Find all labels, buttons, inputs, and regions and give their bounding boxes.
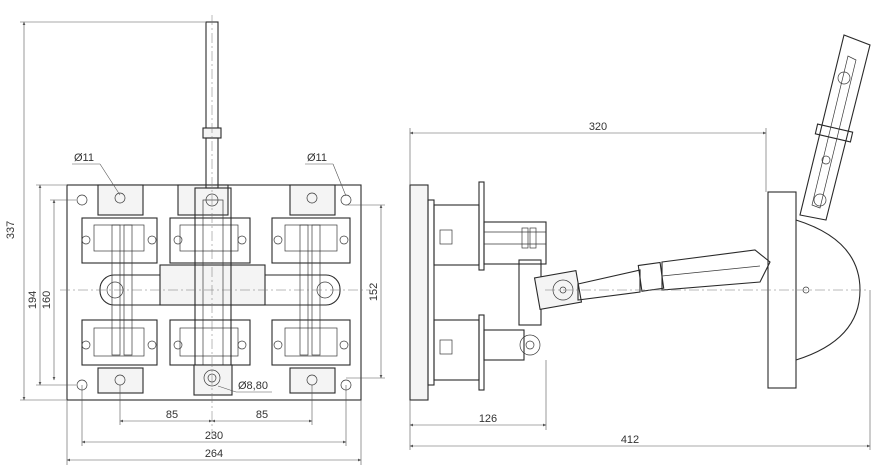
dim-side-offset: 126 <box>479 413 497 425</box>
pivot-hole-dia: Ø8,80 <box>238 380 268 392</box>
dim-side-total: 412 <box>621 434 639 446</box>
hole-dia-left: Ø11 <box>74 152 94 164</box>
dim-total-width: 264 <box>205 448 223 460</box>
dim-inner-width: 230 <box>205 430 223 442</box>
dim-span-right: 85 <box>256 409 268 421</box>
front-view: 337 194 160 152 Ø11 Ø11 Ø8,80 85 85 <box>5 15 385 465</box>
side-base-plate <box>409 184 429 401</box>
side-view: 320 126 412 <box>409 34 871 450</box>
top-contacts <box>81 184 351 264</box>
dim-span-left: 85 <box>166 409 178 421</box>
lever-link <box>533 249 771 311</box>
side-handle <box>799 34 871 221</box>
cross-bar <box>99 264 341 306</box>
dim-total-height: 337 <box>5 221 17 239</box>
dim-right-height: 152 <box>368 283 380 301</box>
dim-outer-height: 194 <box>27 291 39 309</box>
bottom-contacts <box>81 319 351 394</box>
hole-dia-right: Ø11 <box>307 152 327 164</box>
dim-side-top: 320 <box>589 121 607 133</box>
dim-inner-height: 160 <box>41 291 53 309</box>
handle-bracket <box>545 191 868 389</box>
